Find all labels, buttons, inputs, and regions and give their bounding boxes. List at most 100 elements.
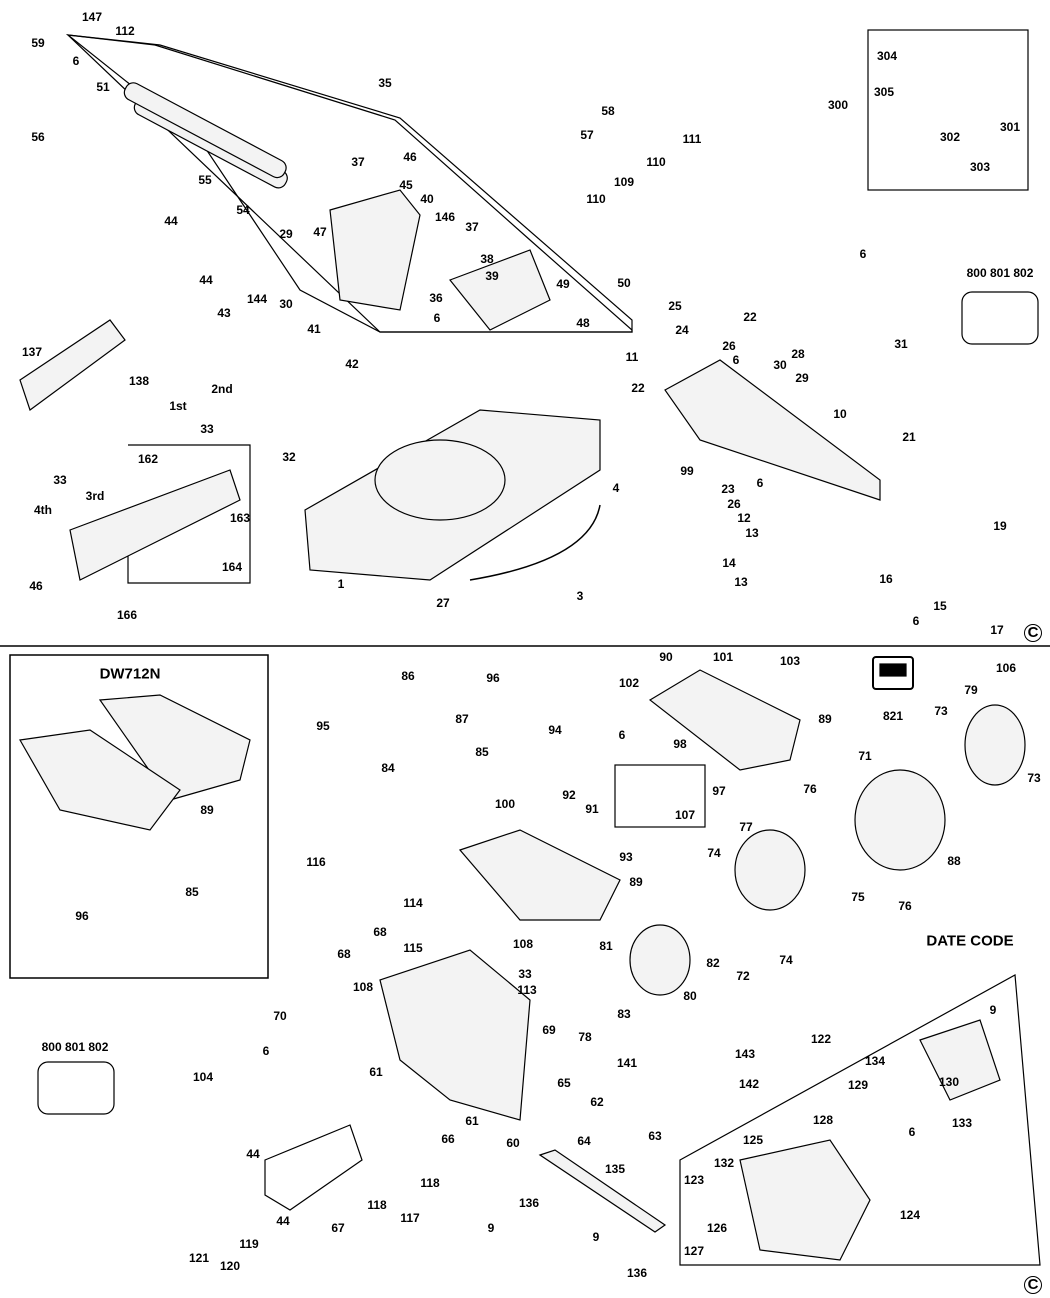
part-label: 37 — [351, 155, 365, 169]
upper-guard — [919, 1019, 1001, 1101]
part-label: 22 — [743, 310, 757, 324]
part-label: 130 — [938, 1075, 960, 1089]
dw712n-housing — [19, 729, 181, 831]
part-label: 33 — [518, 967, 532, 981]
part-label: 6 — [756, 476, 764, 490]
part-label: 42 — [345, 357, 359, 371]
group-67-box — [264, 1124, 363, 1211]
part-label: 85 — [185, 885, 199, 899]
part-label: 96 — [486, 671, 500, 685]
part-label: 37 — [465, 220, 479, 234]
part-label: 77 — [739, 820, 753, 834]
fence — [19, 319, 126, 411]
part-label: 63 — [648, 1129, 662, 1143]
part-label: 4 — [612, 481, 620, 495]
part-label: 76 — [803, 782, 817, 796]
part-label: 72 — [736, 969, 750, 983]
rail-tube — [123, 82, 287, 179]
part-label: 9 — [487, 1221, 495, 1235]
part-label: 10 — [833, 407, 847, 421]
part-label: 66 — [441, 1132, 455, 1146]
model-label: DW712N — [99, 665, 161, 683]
part-label: 11 — [625, 350, 639, 364]
part-label: 14 — [722, 556, 736, 570]
group-300-box — [867, 29, 1029, 191]
part-label: 87 — [455, 712, 469, 726]
part-label: 48 — [576, 316, 590, 330]
part-silhouettes — [19, 82, 1026, 1261]
part-label: 120 — [219, 1259, 241, 1273]
part-label: 27 — [436, 596, 450, 610]
part-label: 111 — [682, 132, 702, 146]
part-label: 74 — [707, 846, 721, 860]
part-label: 112 — [115, 24, 135, 38]
turntable — [374, 439, 506, 521]
part-label: 33 — [200, 422, 214, 436]
part-label: 89 — [200, 803, 214, 817]
part-label: 163 — [229, 511, 251, 525]
part-label: 115 — [403, 941, 423, 955]
rail-bracket — [449, 249, 551, 331]
part-label: 102 — [618, 676, 640, 690]
part-label: 93 — [619, 850, 633, 864]
part-label: 118 — [367, 1198, 387, 1212]
part-label: 1st — [169, 399, 187, 413]
part-label: 44 — [164, 214, 178, 228]
part-label: 71 — [858, 749, 872, 763]
part-label: 69 — [542, 1023, 556, 1037]
part-label: 67 — [331, 1221, 345, 1235]
part-label: 23 — [721, 482, 735, 496]
part-label: 136 — [626, 1266, 648, 1280]
group-35-box — [66, 34, 633, 333]
part-label: 89 — [629, 875, 643, 889]
part-label: 304 — [876, 49, 898, 63]
part-label: 2nd — [211, 382, 233, 396]
part-label: 94 — [548, 723, 562, 737]
part-label: 21 — [902, 430, 916, 444]
part-label: 113 — [517, 983, 537, 997]
part-label: 40 — [420, 192, 434, 206]
part-label: 24 — [675, 323, 689, 337]
part-label: 80 — [683, 989, 697, 1003]
part-label: 110 — [646, 155, 666, 169]
part-label: 117 — [400, 1211, 420, 1225]
part-label: 89 — [818, 712, 832, 726]
part-label: 58 — [601, 104, 615, 118]
fan-cover — [964, 704, 1026, 786]
part-label: 25 — [668, 299, 682, 313]
part-label: 51 — [96, 80, 110, 94]
part-label: 6 — [433, 311, 441, 325]
service-kit-label-bottom: 800 801 802 — [41, 1040, 109, 1054]
part-label: 98 — [673, 737, 687, 751]
copyright-icon-top: C — [1024, 624, 1042, 642]
part-label: 59 — [31, 36, 45, 50]
part-label: 29 — [795, 371, 809, 385]
part-label: 43 — [217, 306, 231, 320]
part-label: 82 — [706, 956, 720, 970]
part-label: 143 — [734, 1047, 756, 1061]
part-label: 9 — [989, 1003, 997, 1017]
part-label: 133 — [951, 1116, 973, 1130]
part-label: 79 — [964, 683, 978, 697]
part-label: 128 — [812, 1113, 834, 1127]
part-label: 68 — [337, 947, 351, 961]
part-label: 109 — [613, 175, 635, 189]
part-label: 91 — [585, 802, 599, 816]
part-label: 3 — [576, 589, 584, 603]
part-label: 57 — [580, 128, 594, 142]
part-label: 65 — [557, 1076, 571, 1090]
part-label: 88 — [947, 854, 961, 868]
part-label: 50 — [617, 276, 631, 290]
part-label: 92 — [562, 788, 576, 802]
part-label: 61 — [369, 1065, 383, 1079]
handle-housing — [458, 829, 621, 921]
part-label: 6 — [618, 728, 626, 742]
part-label: 116 — [306, 855, 326, 869]
part-label: 141 — [616, 1056, 638, 1070]
part-label: 300 — [827, 98, 849, 112]
part-label: 104 — [192, 1070, 214, 1084]
part-label: 123 — [683, 1173, 705, 1187]
part-label: 38 — [480, 252, 494, 266]
